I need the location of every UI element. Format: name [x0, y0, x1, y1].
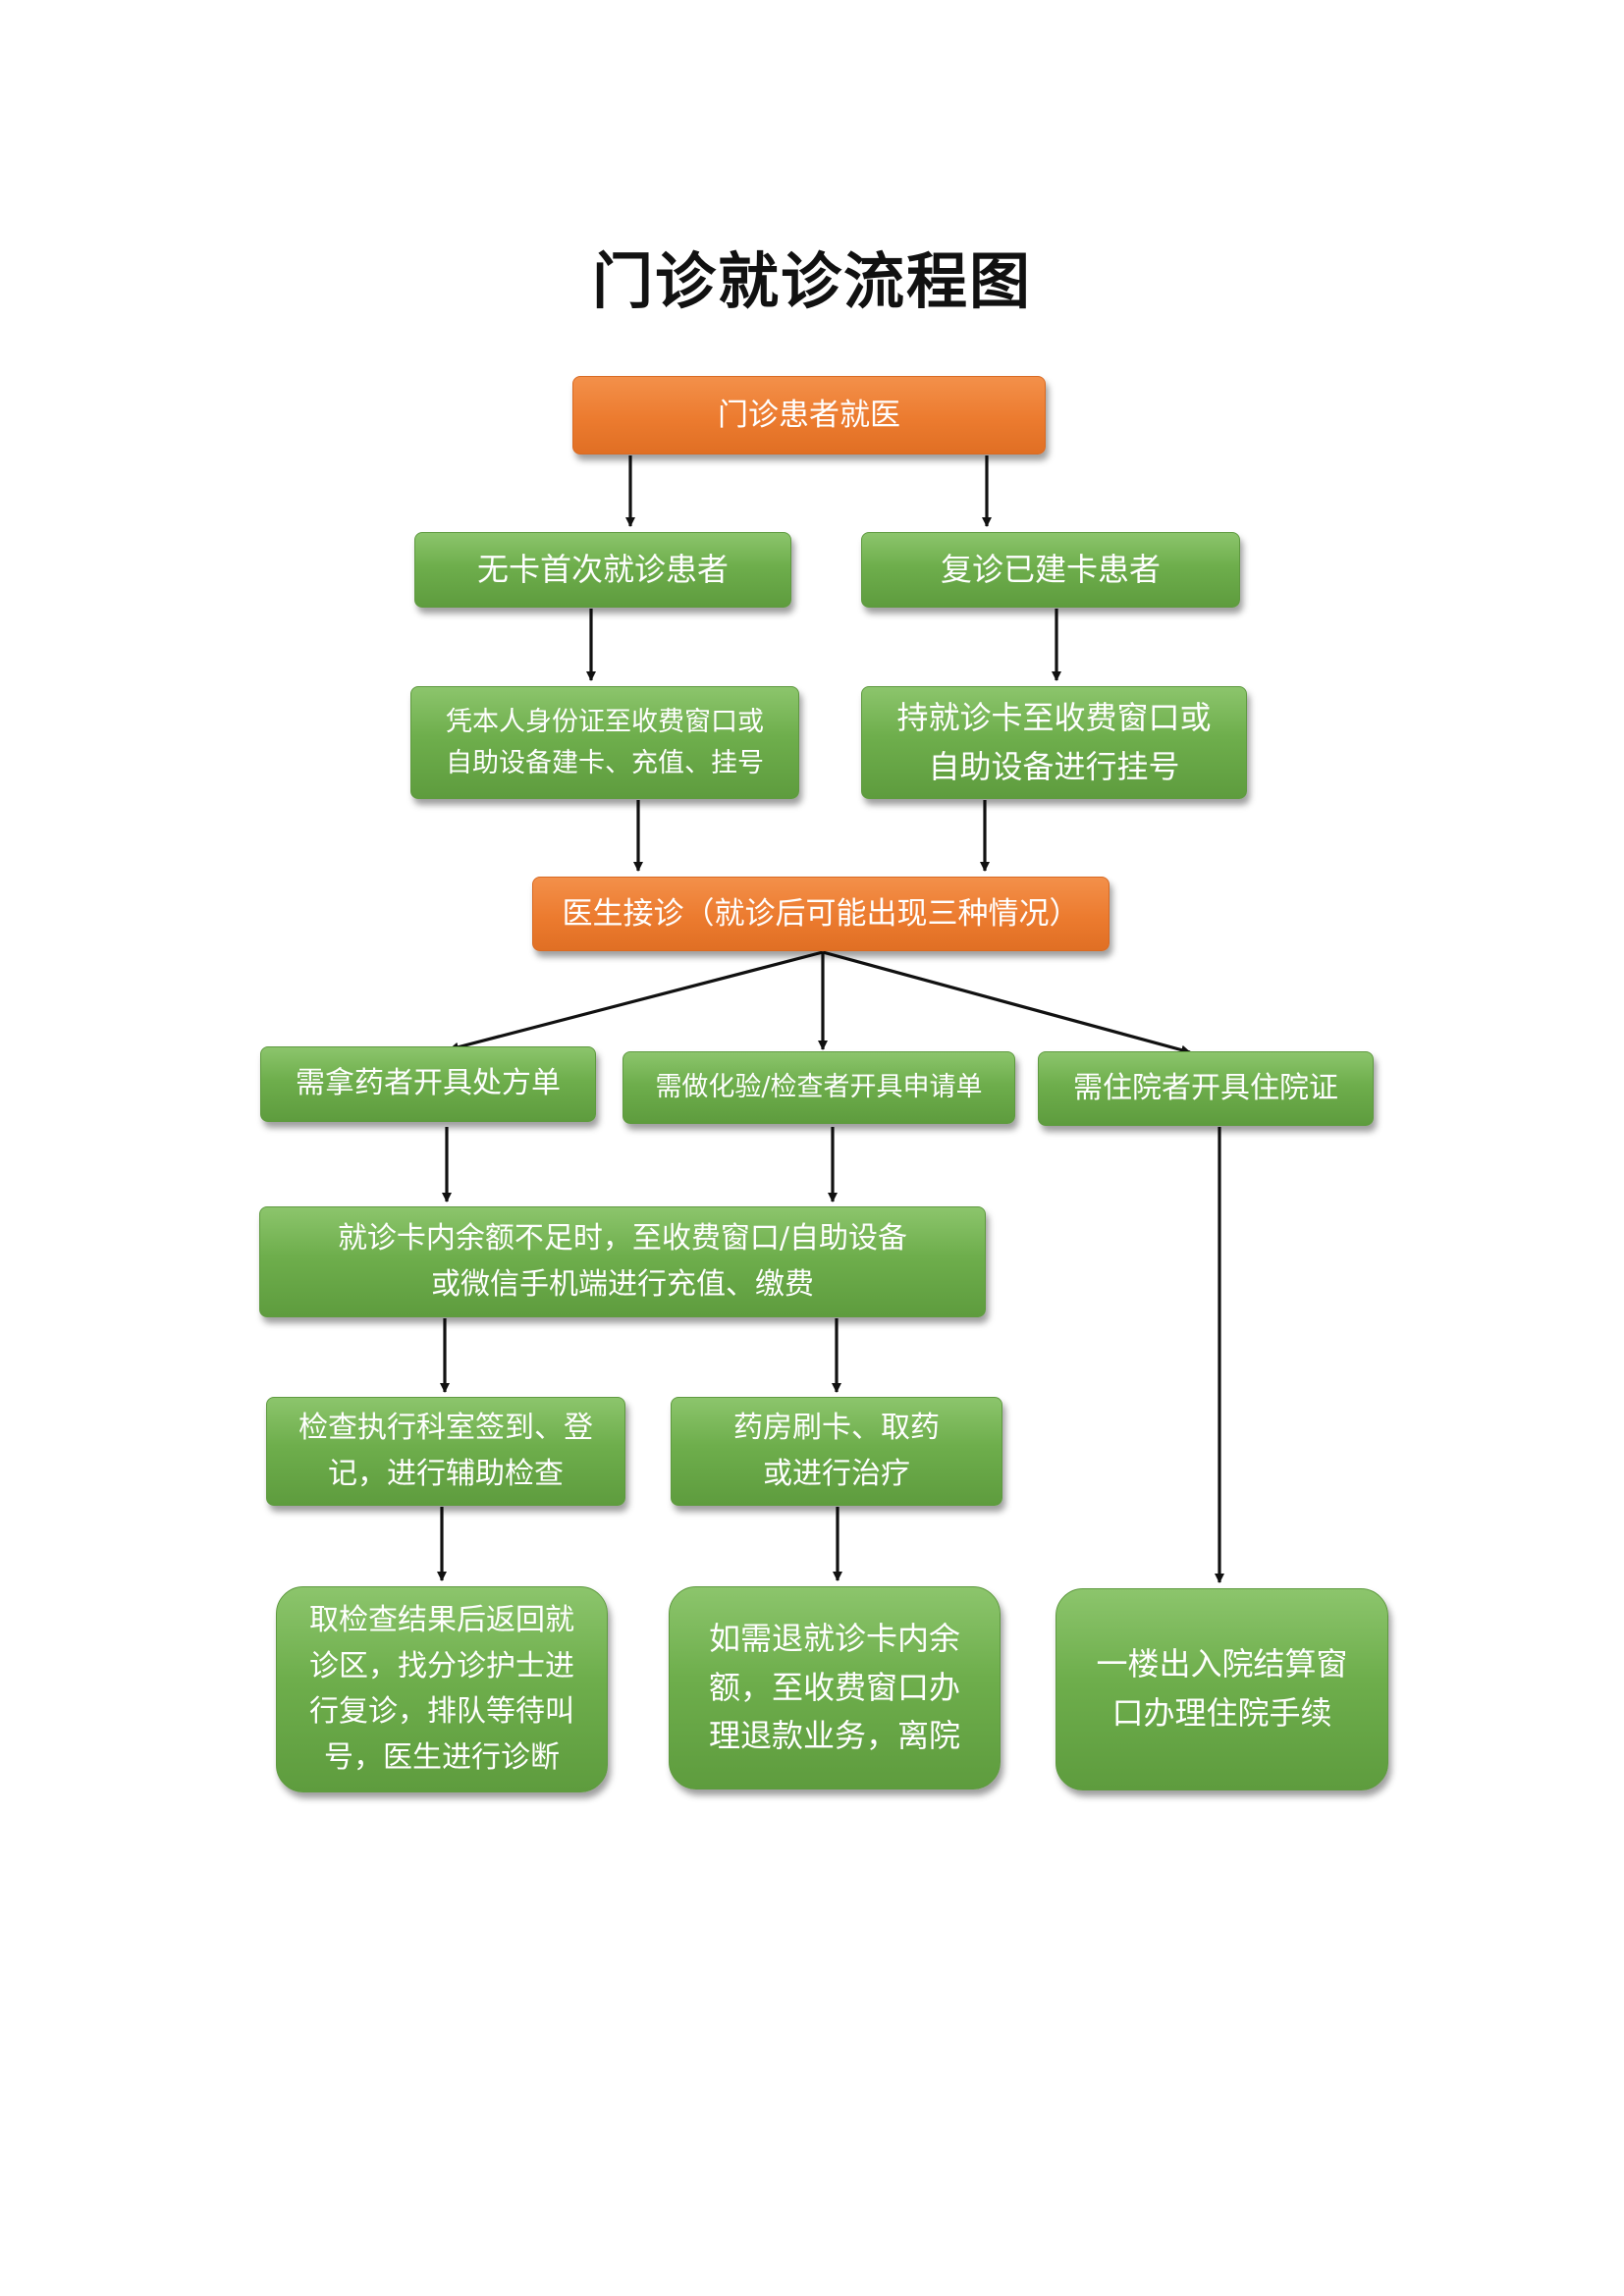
node-exam-checkin-label: 检查执行科室签到、登 记，进行辅助检查 — [298, 1411, 593, 1491]
node-start-label: 门诊患者就医 — [718, 397, 900, 433]
node-pharmacy-label: 药房刷卡、取药 或进行治疗 — [733, 1411, 940, 1491]
node-prescription-label: 需拿药者开具处方单 — [296, 1066, 561, 1101]
arrow-doctor-to-prescription — [449, 950, 824, 1052]
node-no-card: 无卡首次就诊患者 — [414, 532, 791, 608]
node-doctor: 医生接诊（就诊后可能出现三种情况） — [532, 877, 1110, 951]
node-return-results-label: 取检查结果后返回就 诊区，找分诊护士进 行复诊，排队等待叫 号，医生进行诊断 — [309, 1603, 574, 1775]
node-exam-checkin: 检查执行科室签到、登 记，进行辅助检查 — [266, 1397, 625, 1506]
node-refund: 如需退就诊卡内余 额，至收费窗口办 理退款业务，离院 — [669, 1586, 1001, 1789]
node-card-register: 持就诊卡至收费窗口或 自助设备进行挂号 — [861, 686, 1247, 799]
node-recharge: 就诊卡内余额不足时，至收费窗口/自助设备 或微信手机端进行充值、缴费 — [259, 1206, 986, 1317]
node-id-register: 凭本人身份证至收费窗口或 自助设备建卡、充值、挂号 — [410, 686, 799, 799]
node-prescription: 需拿药者开具处方单 — [260, 1046, 596, 1122]
node-doctor-label: 医生接诊（就诊后可能出现三种情况） — [562, 895, 1080, 932]
node-admission: 一楼出入院结算窗 口办理住院手续 — [1056, 1588, 1388, 1790]
node-hospitalize-label: 需住院者开具住院证 — [1073, 1070, 1338, 1105]
page-title: 门诊就诊流程图 — [591, 245, 1032, 317]
node-pharmacy: 药房刷卡、取药 或进行治疗 — [671, 1397, 1002, 1506]
node-recharge-label: 就诊卡内余额不足时，至收费窗口/自助设备 或微信手机端进行充值、缴费 — [337, 1221, 908, 1302]
node-has-card-label: 复诊已建卡患者 — [940, 550, 1161, 588]
node-lab-exam: 需做化验/检查者开具申请单 — [623, 1051, 1015, 1124]
node-has-card: 复诊已建卡患者 — [861, 532, 1240, 608]
node-admission-label: 一楼出入院结算窗 口办理住院手续 — [1096, 1645, 1348, 1732]
arrow-doctor-to-hospitalize — [822, 950, 1191, 1055]
node-start: 门诊患者就医 — [572, 376, 1046, 454]
node-hospitalize: 需住院者开具住院证 — [1038, 1051, 1374, 1126]
node-lab-exam-label: 需做化验/检查者开具申请单 — [655, 1072, 983, 1103]
node-no-card-label: 无卡首次就诊患者 — [476, 550, 729, 588]
node-id-register-label: 凭本人身份证至收费窗口或 自助设备建卡、充值、挂号 — [446, 706, 764, 778]
node-card-register-label: 持就诊卡至收费窗口或 自助设备进行挂号 — [896, 698, 1212, 785]
node-refund-label: 如需退就诊卡内余 额，至收费窗口办 理退款业务，离院 — [708, 1620, 960, 1755]
node-return-results: 取检查结果后返回就 诊区，找分诊护士进 行复诊，排队等待叫 号，医生进行诊断 — [276, 1586, 608, 1792]
